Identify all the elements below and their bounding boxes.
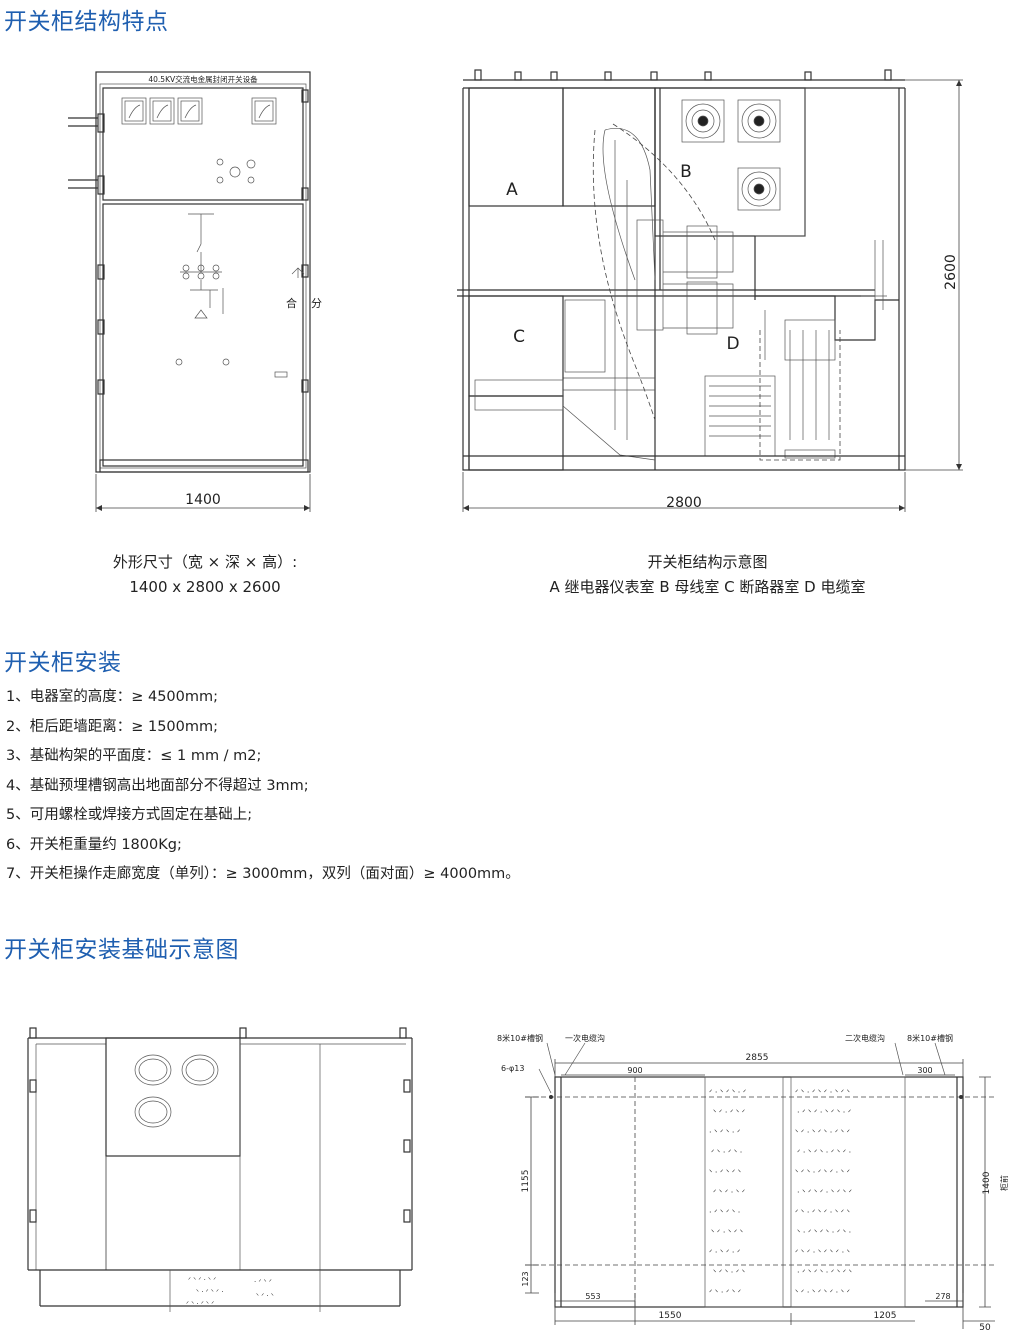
cable-trench-primary-label: 一次电缆沟 — [565, 1033, 605, 1043]
compartment-d-label: D — [726, 334, 739, 354]
svg-text:· ᐟ ᐠ ᐟ ᐠ · ᐟ ᐠ ᐟ ᐠ: · ᐟ ᐠ ᐟ ᐠ · ᐟ ᐠ ᐟ ᐠ — [797, 1268, 852, 1277]
svg-text:ᐟ ᐠ ᐟ · ᐠ ᐟ: ᐟ ᐠ ᐟ · ᐠ ᐟ — [713, 1188, 745, 1197]
front-width-dimension: 1400 — [185, 492, 221, 508]
svg-text:ᐠ ᐟ · ᐠ ᐟ ᐠ: ᐠ ᐟ · ᐠ ᐟ ᐠ — [711, 1228, 743, 1237]
svg-text:ᐠ · ᐟ ᐠ ᐟ ᐠ: ᐠ · ᐟ ᐠ ᐟ ᐠ — [709, 1168, 741, 1177]
dim-1400: 1400 — [982, 1171, 992, 1194]
svg-text:ᐟ ᐠ ᐟ · ᐠ ᐟ ᐠ ᐟ · ᐠ: ᐟ ᐠ ᐟ · ᐠ ᐟ ᐠ ᐟ · ᐠ — [795, 1248, 850, 1257]
compartment-c-label: C — [513, 327, 525, 347]
side-depth-dimension: 2800 — [666, 495, 702, 511]
svg-text:ᐟ · ᐠ ᐟ · ᐟ: ᐟ · ᐠ ᐟ · ᐟ — [709, 1248, 740, 1257]
side-height-dimension: 2600 — [943, 254, 959, 290]
dim-278: 278 — [935, 1292, 950, 1301]
install-item: 7、开关柜操作走廊宽度（单列）：≥ 3000mm，双列（面对面）≥ 4000mm… — [6, 866, 520, 882]
structure-caption-label: 开关柜结构示意图 — [647, 553, 768, 571]
svg-text:ᐠ ᐟ · ᐠ ᐟ ᐠ · ᐟ ᐠ ᐟ: ᐠ ᐟ · ᐠ ᐟ ᐠ · ᐟ ᐠ ᐟ — [795, 1128, 850, 1137]
switch-open-label: 分 — [311, 297, 322, 310]
foundation-plan-view: 8米10#槽钢 一次电缆沟 二次电缆沟 8米10#槽钢 6-φ13 2855 9… — [497, 1033, 1009, 1333]
svg-text:ᐟ ᐠ · ᐟ ᐠ ᐟ · ᐠ ᐟ ᐠ: ᐟ ᐠ · ᐟ ᐠ ᐟ · ᐠ ᐟ ᐠ — [795, 1208, 850, 1217]
switch-close-label: 合 — [286, 296, 297, 310]
install-item: 3、基础构架的平面度：≤ 1 mm / m2; — [6, 748, 262, 764]
svg-text:ᐟ ᐠ ᐟ · ᐠ ᐟ: ᐟ ᐠ ᐟ · ᐠ ᐟ — [188, 1276, 216, 1284]
dim-900: 900 — [627, 1066, 642, 1075]
cabinet-front-label: 柜前 — [999, 1175, 1009, 1191]
dim-300: 300 — [917, 1066, 932, 1075]
svg-text:ᐠ ᐟ · ᐟ ᐠ ᐟ: ᐠ ᐟ · ᐟ ᐠ ᐟ — [713, 1108, 745, 1117]
foundation-cabinet-view: ᐟ ᐠ ᐟ · ᐠ ᐟ ᐠ · ᐟ ᐠ ᐟ · ᐟ ᐠ · ᐟ ᐠ ᐟ · ᐟ ᐠ … — [27, 1027, 413, 1312]
svg-text:ᐠ · ᐟ ᐠ ᐟ ·: ᐠ · ᐟ ᐠ ᐟ · — [196, 1288, 223, 1296]
cable-trench-secondary-label: 二次电缆沟 — [845, 1033, 885, 1043]
svg-text:ᐟ ᐠ · ᐟ ᐠ ᐟ: ᐟ ᐠ · ᐟ ᐠ ᐟ — [186, 1300, 214, 1308]
dim-2855: 2855 — [746, 1053, 769, 1063]
section-title-structure: 开关柜结构特点 — [4, 9, 169, 35]
dimensions-caption-label: 外形尺寸（宽 × 深 × 高）: — [112, 553, 298, 571]
steel-left-label: 8米10#槽钢 — [497, 1033, 543, 1043]
svg-text:ᐠ ᐟ · ᐠ ᐟ ᐠ ᐟ · ᐠ ᐟ: ᐠ ᐟ · ᐠ ᐟ ᐠ ᐟ · ᐠ ᐟ — [795, 1288, 850, 1297]
section-title-foundation: 开关柜安装基础示意图 — [4, 937, 239, 963]
svg-text:ᐟ ᐠ · ᐟ ᐠ ᐟ: ᐟ ᐠ · ᐟ ᐠ ᐟ — [709, 1288, 741, 1297]
section-title-install: 开关柜安装 — [4, 650, 122, 676]
svg-text:ᐠ · ᐟ ᐠ ᐟ ᐠ · ᐟ ᐠ ·: ᐠ · ᐟ ᐠ ᐟ ᐠ · ᐟ ᐠ · — [797, 1228, 851, 1237]
svg-text:ᐠ ᐟ · ᐠ: ᐠ ᐟ · ᐠ — [256, 1292, 274, 1300]
side-view-drawing: A B C D 2800 2600 — [457, 69, 963, 512]
dim-123: 123 — [521, 1271, 530, 1286]
svg-text:· ᐠ ᐟ ᐠ ᐟ · ᐠ ᐟ ᐠ ᐟ: · ᐠ ᐟ ᐠ ᐟ · ᐠ ᐟ ᐠ ᐟ — [797, 1188, 852, 1197]
svg-text:ᐟ · ᐠ ᐟ ᐠ · ᐟ ᐠ ᐟ ·: ᐟ · ᐠ ᐟ ᐠ · ᐟ ᐠ ᐟ · — [797, 1148, 851, 1157]
install-requirements-list: 1、电器室的高度：≥ 4500mm; 2、柜后距墙距离：≥ 1500mm; 3、… — [6, 683, 520, 890]
dimensions-caption-value: 1400 x 2800 x 2600 — [129, 578, 281, 596]
svg-text:ᐠ ᐟ ᐠ · ᐟ ᐠ: ᐠ ᐟ ᐠ · ᐟ ᐠ — [713, 1268, 745, 1277]
install-item: 1、电器室的高度：≥ 4500mm; — [6, 689, 219, 705]
svg-text:· ᐟ ᐠ ᐟ · ᐠ ᐟ ᐠ · ᐟ: · ᐟ ᐠ ᐟ · ᐠ ᐟ ᐠ · ᐟ — [797, 1108, 851, 1117]
svg-text:ᐟ ᐠ · ᐟ ᐠ ·: ᐟ ᐠ · ᐟ ᐠ · — [711, 1148, 742, 1157]
steel-right-label: 8米10#槽钢 — [907, 1033, 953, 1043]
dim-553: 553 — [585, 1292, 600, 1301]
panel-nameplate: 40.5KV交流电金属封闭开关设备 — [148, 74, 258, 84]
compartment-a-label: A — [506, 180, 518, 200]
svg-text:· ᐠ ᐟ ᐠ · ᐟ: · ᐠ ᐟ ᐠ · ᐟ — [709, 1128, 740, 1137]
svg-text:· ᐟ ᐠ ᐟ: · ᐟ ᐠ ᐟ — [254, 1278, 272, 1286]
dim-50: 50 — [979, 1323, 991, 1333]
install-item: 4、基础预埋槽钢高出地面部分不得超过 3mm; — [6, 777, 309, 794]
dim-1155: 1155 — [521, 1170, 531, 1193]
svg-text:· ᐟ ᐠ ᐟ ᐠ ·: · ᐟ ᐠ ᐟ ᐠ · — [709, 1208, 740, 1217]
install-item: 2、柜后距墙距离：≥ 1500mm; — [6, 718, 219, 735]
install-item: 6、开关柜重量约 1800Kg; — [6, 836, 182, 853]
svg-text:ᐟ ᐠ · ᐟ ᐠ ᐟ · ᐠ ᐟ ᐠ: ᐟ ᐠ · ᐟ ᐠ ᐟ · ᐠ ᐟ ᐠ — [795, 1088, 850, 1097]
svg-text:ᐟ · ᐠ ᐟ ᐠ · ᐟ: ᐟ · ᐠ ᐟ ᐠ · ᐟ — [709, 1088, 746, 1097]
install-item: 5、可用螺栓或焊接方式固定在基础上; — [6, 807, 253, 823]
compartment-b-label: B — [680, 162, 692, 182]
dim-1205: 1205 — [874, 1311, 897, 1321]
front-view-drawing: 40.5KV交流电金属封闭开关设备 合 分 1400 — [68, 71, 322, 512]
svg-text:ᐠ ᐟ ᐠ · ᐟ ᐠ ᐟ · ᐠ ᐟ: ᐠ ᐟ ᐠ · ᐟ ᐠ ᐟ · ᐠ ᐟ — [795, 1168, 850, 1177]
dim-1550: 1550 — [659, 1311, 682, 1321]
holes-label: 6-φ13 — [501, 1064, 524, 1073]
structure-caption-legend: A 继电器仪表室 B 母线室 C 断路器室 D 电缆室 — [549, 578, 866, 596]
